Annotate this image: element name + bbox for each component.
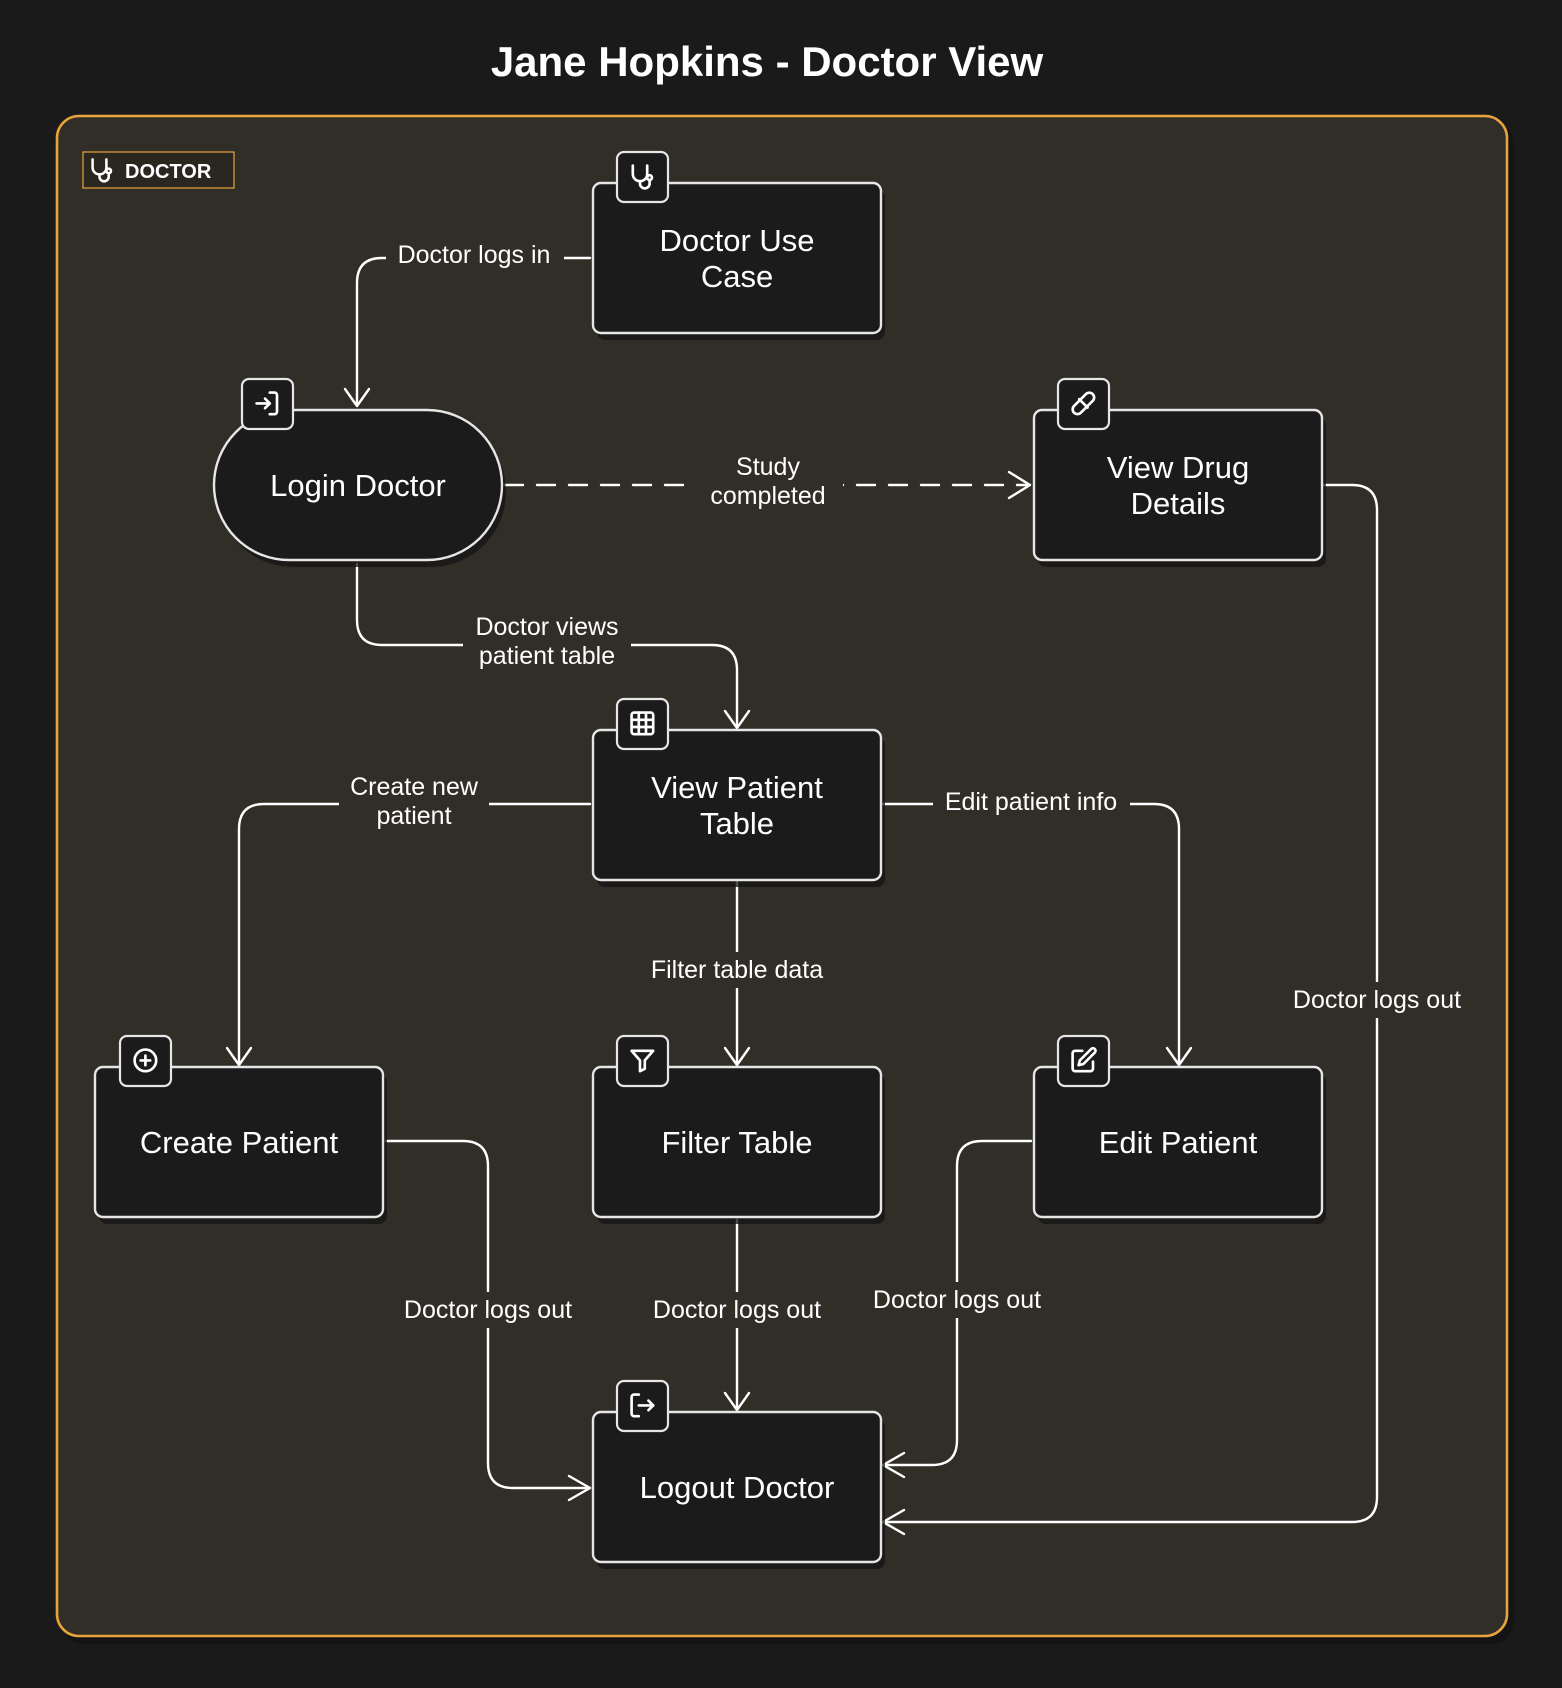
edge-logout-from-drug: Doctor logs out bbox=[881, 483, 1470, 1536]
node-view-drug-details: View Drug Details bbox=[1032, 377, 1326, 567]
edge-logs-in: Doctor logs in bbox=[343, 238, 592, 408]
edge-study-completed: Study completed bbox=[503, 452, 1032, 518]
node-filter-table-box bbox=[591, 1065, 883, 1219]
edge-logs-in-arrowhead bbox=[343, 387, 371, 408]
node-view-drug-details-label-line-1: View Drug bbox=[1107, 450, 1249, 485]
edit-pencil-icon bbox=[1071, 1046, 1097, 1073]
edge-filter-data-label-bg bbox=[640, 952, 834, 988]
node-login-doctor-box bbox=[212, 408, 504, 562]
edge-views-table-label-line-2: patient table bbox=[479, 642, 615, 670]
node-login-doctor: Login Doctor bbox=[212, 377, 506, 567]
edge-create-new-label-line-1: Create new bbox=[350, 773, 479, 801]
edge-logs-in-label: Doctor logs in bbox=[398, 241, 551, 269]
node-logout-doctor-label: Logout Doctor bbox=[640, 1470, 835, 1505]
node-view-drug-details-box bbox=[1032, 408, 1324, 562]
node-doctor-use-case-box bbox=[591, 181, 883, 335]
edge-study-completed-arrowhead bbox=[1007, 470, 1032, 500]
node-logout-doctor-box bbox=[591, 1410, 883, 1564]
edge-study-completed-label-line-2: completed bbox=[710, 482, 825, 510]
edge-edit-info-label-bg bbox=[933, 785, 1130, 821]
edge-create-new: Create new patient bbox=[225, 771, 592, 1067]
edge-edit-info: Edit patient info bbox=[881, 785, 1193, 1067]
node-edit-patient: Edit Patient bbox=[1032, 1034, 1326, 1224]
edge-create-new-label-line-2: patient bbox=[376, 802, 451, 830]
node-view-drug-details-label-line-2: Details bbox=[1131, 486, 1226, 521]
edge-logout-from-edit: Doctor logs out bbox=[864, 1139, 1050, 1479]
edge-views-table-label-bg bbox=[463, 612, 631, 678]
node-filter-table-label: Filter Table bbox=[661, 1125, 812, 1160]
plus-circle-icon bbox=[133, 1048, 158, 1073]
node-doctor-use-case-icon-box bbox=[615, 150, 670, 204]
logout-arrow-icon bbox=[630, 1393, 655, 1418]
edge-edit-info-line bbox=[881, 802, 1181, 1065]
group-tag-label: DOCTOR bbox=[125, 161, 212, 183]
edge-filter-data: Filter table data bbox=[640, 880, 834, 1067]
edge-logout-from-filter-label: Doctor logs out bbox=[653, 1296, 821, 1324]
stethoscope-icon bbox=[91, 158, 113, 183]
edge-views-table-arrowhead bbox=[723, 709, 751, 730]
node-view-patient-table-icon-box bbox=[615, 697, 670, 751]
node-doctor-use-case: Doctor Use Case bbox=[591, 150, 885, 340]
edge-logout-from-edit-label: Doctor logs out bbox=[873, 1286, 1041, 1314]
node-filter-table-icon-box bbox=[615, 1034, 670, 1088]
stethoscope-icon bbox=[631, 164, 654, 190]
pill-icon bbox=[1071, 391, 1096, 416]
node-doctor-use-case-label-line-1: Doctor Use bbox=[659, 223, 814, 258]
node-create-patient-box bbox=[93, 1065, 385, 1219]
node-logout-doctor: Logout Doctor bbox=[591, 1379, 885, 1569]
edge-logout-from-create-label: Doctor logs out bbox=[404, 1296, 572, 1324]
diagram-title: Jane Hopkins - Doctor View bbox=[491, 38, 1044, 85]
edge-study-completed-label-line-1: Study bbox=[736, 453, 800, 481]
node-edit-patient-icon-box bbox=[1056, 1034, 1111, 1088]
node-edit-patient-label: Edit Patient bbox=[1099, 1125, 1258, 1160]
edge-logs-in-label-bg bbox=[386, 238, 564, 274]
edge-study-completed-label-bg bbox=[693, 452, 843, 518]
node-view-patient-table-label-line-2: Table bbox=[700, 806, 774, 841]
edge-logout-from-create: Doctor logs out bbox=[384, 1139, 592, 1502]
edge-logout-from-filter-arrowhead bbox=[723, 1391, 751, 1412]
edge-create-new-arrowhead bbox=[225, 1046, 253, 1067]
edge-logout-from-create-arrowhead bbox=[567, 1474, 592, 1502]
edge-views-table: Doctor views patient table bbox=[355, 562, 751, 730]
login-arrow-icon bbox=[255, 391, 279, 416]
edge-logout-from-filter-label-bg bbox=[644, 1292, 830, 1328]
node-doctor-use-case-label-line-2: Case bbox=[701, 259, 773, 294]
node-login-doctor-label: Login Doctor bbox=[270, 468, 446, 503]
edge-create-new-label-bg bbox=[339, 771, 489, 837]
edge-edit-info-label: Edit patient info bbox=[945, 788, 1117, 816]
edge-logout-from-drug-label-bg bbox=[1284, 982, 1470, 1018]
edge-filter-data-arrowhead bbox=[723, 1046, 751, 1067]
edge-views-table-label-line-1: Doctor views bbox=[475, 613, 618, 641]
node-create-patient: Create Patient bbox=[93, 1034, 387, 1224]
edge-create-new-line bbox=[237, 802, 592, 1065]
filter-funnel-icon bbox=[630, 1049, 655, 1073]
node-create-patient-label: Create Patient bbox=[140, 1125, 339, 1160]
edge-edit-info-arrowhead bbox=[1165, 1046, 1193, 1067]
edge-filter-data-label: Filter table data bbox=[651, 956, 823, 984]
edge-logs-in-line bbox=[355, 256, 592, 406]
edge-logout-from-create-label-bg bbox=[395, 1292, 581, 1328]
table-grid-icon bbox=[630, 711, 655, 736]
node-view-patient-table-label-line-1: View Patient bbox=[651, 770, 823, 805]
edge-logout-from-filter: Doctor logs out bbox=[644, 1218, 830, 1412]
edge-logout-from-edit-label-bg bbox=[864, 1282, 1050, 1318]
edge-logout-from-drug-label: Doctor logs out bbox=[1293, 986, 1461, 1014]
node-view-patient-table: View Patient Table bbox=[591, 697, 885, 887]
node-view-patient-table-box bbox=[591, 728, 883, 882]
node-edit-patient-box bbox=[1032, 1065, 1324, 1219]
node-filter-table: Filter Table bbox=[591, 1034, 885, 1224]
